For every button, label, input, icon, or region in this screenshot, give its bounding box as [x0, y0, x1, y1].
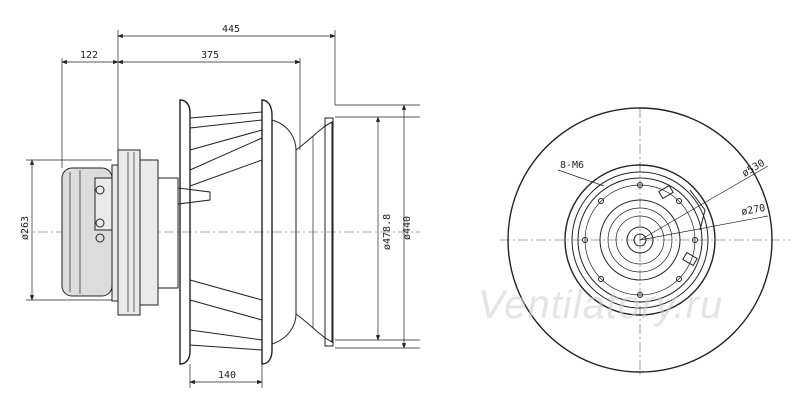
- dim-text-445: 445: [222, 24, 240, 35]
- watermark: Ventilatory.ru: [478, 283, 723, 327]
- bolt-circle: [584, 184, 696, 296]
- clip-icon: [658, 184, 674, 200]
- front-shroud: [261, 99, 273, 365]
- dim-text-478: ø478.8: [382, 214, 393, 250]
- label-530: ø530: [741, 158, 767, 180]
- dim-140: 140: [189, 364, 263, 388]
- dim-text-122: 122: [80, 50, 98, 61]
- cable-guide: [689, 189, 706, 231]
- back-plate: [117, 149, 141, 316]
- shaft-icon: [633, 233, 647, 247]
- dim-263: ø263: [20, 159, 112, 301]
- dim-375: 375: [117, 50, 301, 150]
- hub-ring-2: [607, 207, 673, 273]
- dim-text-263: ø263: [20, 216, 31, 240]
- leader-8m6: [557, 169, 605, 187]
- mount-holes: [582, 182, 698, 298]
- inlet-ring: [295, 117, 334, 347]
- hub-ring-3: [615, 215, 665, 265]
- screw-icon: [95, 185, 105, 195]
- dim-text-440: ø440: [402, 216, 413, 240]
- impeller-back-disc: [179, 99, 191, 365]
- shaft-ring: [626, 226, 654, 254]
- side-view: 445 375 122 140 ø263: [20, 24, 420, 388]
- dim-445: 445: [117, 24, 420, 150]
- impeller-blades: [189, 111, 263, 351]
- hub-shaft: [157, 177, 179, 289]
- dim-122: 122: [61, 50, 119, 168]
- dim-440: ø440: [335, 104, 420, 349]
- inlet-ring-circle: [564, 164, 716, 316]
- dim-text-375: 375: [201, 50, 219, 61]
- bracket: [177, 187, 211, 205]
- inner-ring-2: [577, 177, 703, 303]
- outer-disc: [507, 107, 773, 373]
- screw-icon: [95, 218, 105, 228]
- rotor-plate: [117, 149, 211, 316]
- shroud-curve: [271, 119, 297, 345]
- motor-housing: [61, 164, 123, 302]
- front-view: 8-M6 ø530 ø270: [500, 107, 790, 378]
- leader-530: [639, 165, 769, 241]
- clip-icon: [682, 251, 698, 267]
- hub-ring-1: [599, 199, 681, 281]
- leader-270: [639, 215, 769, 241]
- inner-ring-1: [571, 171, 709, 309]
- dim-text-140: 140: [218, 370, 236, 381]
- label-270: ø270: [741, 203, 767, 218]
- label-8m6: 8-M6: [560, 160, 584, 171]
- hub: [139, 159, 159, 306]
- screw-icon: [95, 233, 105, 243]
